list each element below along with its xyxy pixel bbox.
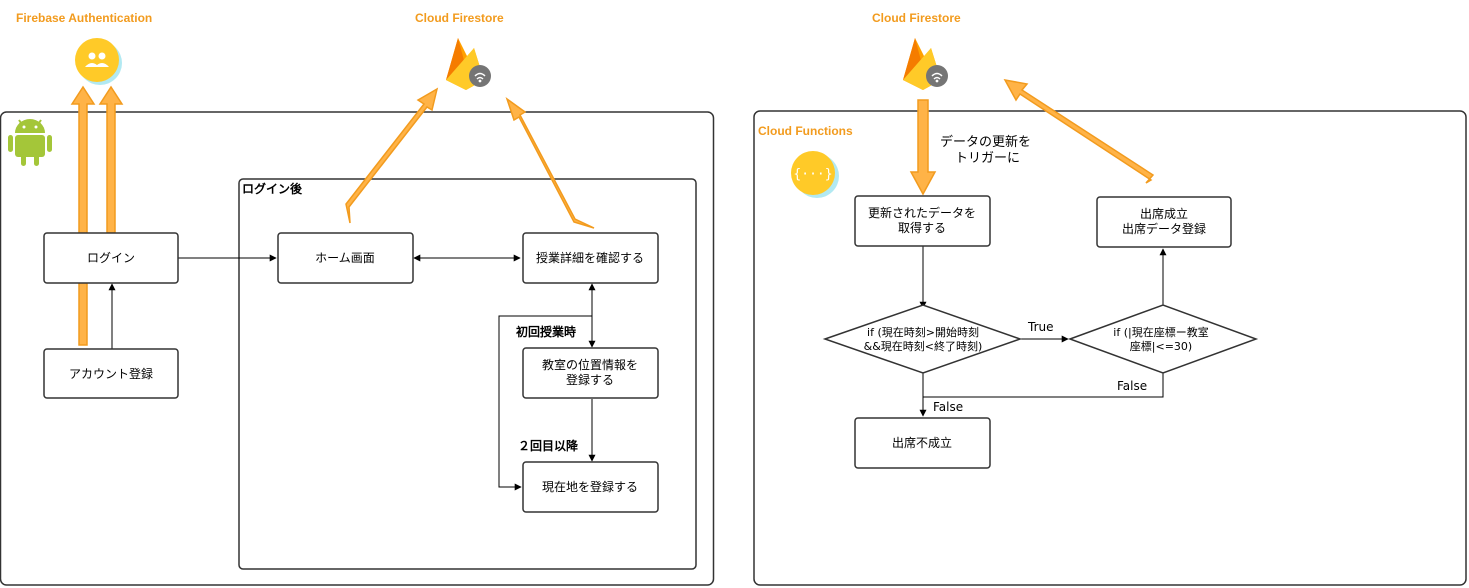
decision-coord: if (|現在座標ー教室 座標|<=30) (1067, 304, 1259, 374)
box-login: ログイン (43, 232, 179, 284)
cloud-firestore-label-left: Cloud Firestore (415, 11, 504, 25)
box-login-text: ログイン (87, 251, 135, 265)
box-attend-ok-text-1: 出席成立 (1140, 206, 1188, 221)
home-firestore-arrow (345, 87, 439, 224)
cloud-functions-container (753, 110, 1467, 586)
auth-arrow-1 (70, 85, 96, 346)
box-home-text: ホーム画面 (315, 251, 375, 265)
decision-time-text-1: if (現在時刻>開始時刻 (867, 325, 979, 339)
firestore-trigger-arrow (909, 99, 937, 196)
box-classroom-location: 教室の位置情報を 登録する (522, 347, 659, 399)
connectors (108, 246, 1167, 491)
box-classroom-text-1: 教室の位置情報を (542, 357, 638, 372)
android-icon (8, 119, 52, 166)
attend-firestore-arrow (1003, 78, 1155, 184)
trigger-label-1: データの更新を (940, 134, 1031, 150)
firestore-icon-right (903, 38, 948, 90)
box-attend-ok: 出席成立 出席データ登録 (1096, 196, 1232, 248)
false-label-2: False (933, 400, 963, 414)
box-attend-ng-text: 出席不成立 (892, 435, 952, 450)
box-attend-ng: 出席不成立 (854, 417, 991, 469)
big-arrows (70, 78, 1155, 346)
detail-firestore-arrow (505, 97, 595, 229)
firebase-auth-label: Firebase Authentication (16, 11, 152, 25)
second-onward-label: ２回目以降 (518, 438, 579, 453)
android-app-container (0, 111, 715, 586)
box-fetch-data: 更新されたデータを 取得する (854, 195, 991, 247)
box-fetch-text-2: 取得する (898, 220, 946, 235)
decision-coord-text-1: if (|現在座標ー教室 (1113, 325, 1208, 339)
cloud-functions-icon: {···} (791, 151, 839, 198)
auth-arrow-2 (98, 85, 124, 234)
box-account-register: アカウント登録 (43, 348, 179, 399)
first-class-label: 初回授業時 (516, 324, 576, 339)
decision-coord-text-2: 座標|<=30) (1130, 339, 1192, 353)
cloud-functions-label: Cloud Functions (758, 124, 853, 138)
decision-time-text-2: &&現在時刻<終了時刻) (864, 339, 983, 353)
box-class-detail-text: 授業詳細を確認する (536, 250, 644, 265)
box-fetch-text-1: 更新されたデータを (868, 205, 976, 220)
decision-time: if (現在時刻>開始時刻 &&現在時刻<終了時刻) (822, 304, 1023, 374)
false-label-1: False (1117, 379, 1147, 393)
firebase-auth-icon (75, 38, 122, 85)
true-label: True (1027, 320, 1054, 334)
box-attend-ok-text-2: 出席データ登録 (1122, 221, 1206, 236)
box-classroom-text-2: 登録する (566, 372, 614, 387)
box-account-register-text: アカウント登録 (69, 366, 153, 381)
box-current-location: 現在地を登録する (522, 461, 659, 513)
after-login-label: ログイン後 (242, 181, 303, 196)
cloud-firestore-label-right: Cloud Firestore (872, 11, 961, 25)
svg-text:{···}: {···} (793, 167, 832, 182)
box-current-location-text: 現在地を登録する (542, 479, 638, 494)
box-class-detail: 授業詳細を確認する (522, 232, 659, 284)
after-login-container (238, 178, 697, 570)
box-home: ホーム画面 (277, 232, 414, 284)
trigger-label-2: トリガーに (955, 151, 1020, 166)
firestore-icon-left (446, 38, 491, 90)
